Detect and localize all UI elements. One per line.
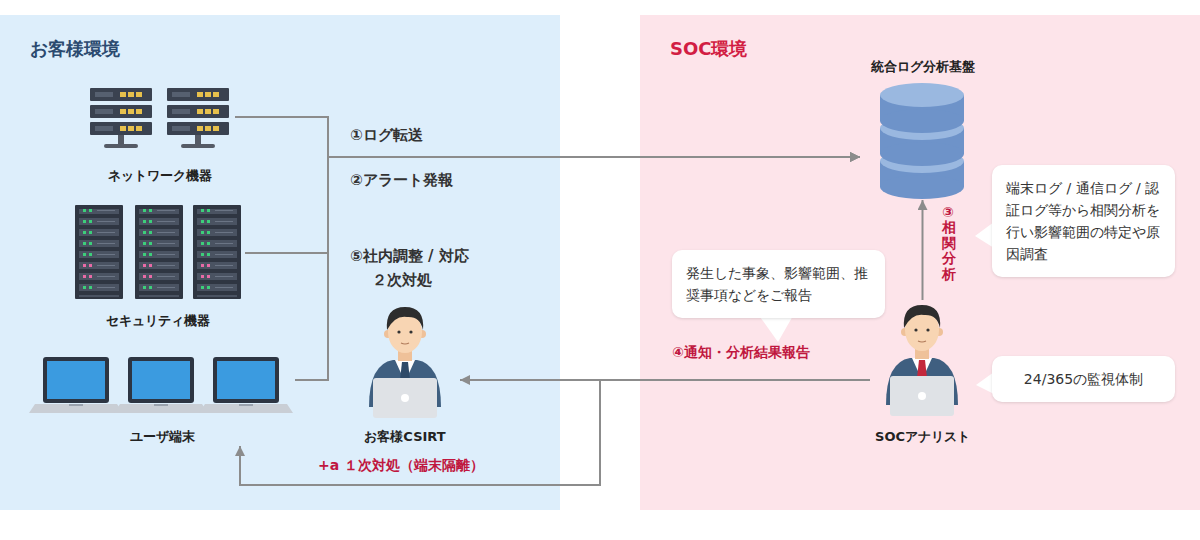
edge-label: ③相関分析 [942,205,956,282]
art-shape [880,83,964,107]
art-shape [880,109,964,133]
connector-arrow [922,200,924,300]
art-shape [880,175,964,199]
csirt-person-icon [369,307,441,418]
panel-title: お客様環境 [30,37,120,61]
security-equipment-icon [75,205,241,299]
callout-text: 発生した事象、影響範囲、推奨事項などをご報告 [686,262,871,306]
art-shape [135,205,183,299]
user-terminal-icon [29,357,293,413]
connector-arrow [240,380,870,485]
node-label: ユーザ端末 [130,428,195,446]
node-label: 統合ログ分析基盤 [871,58,975,76]
art-shape [90,88,152,148]
callout-box: 発生した事象、影響範囲、推奨事項などをご報告 [672,250,885,318]
edge-label: ④通知・分析結果報告 [672,344,810,362]
step-label: ②アラート発報 [350,171,453,190]
callout-box: 24/365の監視体制 [992,356,1175,402]
art-shape [880,142,964,166]
callout-tail [975,222,994,248]
node-label: お客様CSIRT [364,428,445,446]
art-shape [373,378,437,418]
edge-label: +a １次対処（端末隔離） [318,457,484,475]
connector-arrow [245,157,860,253]
art-shape [75,205,123,299]
art-shape [193,205,241,299]
step-label: ①ログ転送 [350,126,423,145]
node-label: SOCアナリスト [875,428,970,446]
callout-text: 端末ログ / 通信ログ / 認証ログ等から相関分析を行い影響範囲の特定や原因調査 [1006,177,1161,265]
node-label: ネットワーク機器 [108,167,212,185]
art-shape [29,357,123,413]
network-equipment-icon [90,88,229,148]
callout-text: 24/365の監視体制 [1006,368,1161,390]
step-label: ２次対処 [372,271,432,290]
node-label: セキュリティ機器 [106,312,210,330]
art-shape [167,88,229,148]
callout-tail [976,372,994,394]
art-shape [114,357,208,413]
callout-box: 端末ログ / 通信ログ / 認証ログ等から相関分析を行い影響範囲の特定や原因調査 [992,165,1175,277]
step-label: ⑤社内調整 / 対応 [350,247,469,266]
analyst-person-icon [886,305,958,416]
art-shape [890,376,954,416]
connector-arrow [295,157,860,380]
panel-title: SOC環境 [670,37,747,61]
callout-tail [758,314,794,342]
art-shape [199,357,293,413]
database-icon [880,83,964,199]
connector-arrow [235,117,860,157]
